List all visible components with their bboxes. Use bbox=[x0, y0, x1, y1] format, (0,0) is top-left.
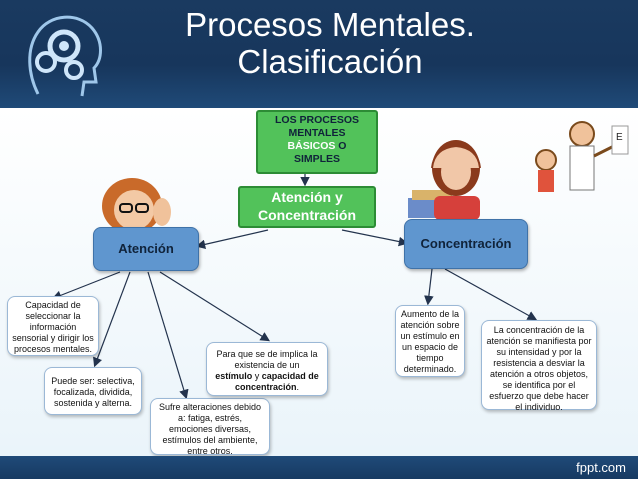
para-que-text-1: Para que se de implica la existencia de … bbox=[216, 349, 318, 370]
header-band bbox=[0, 0, 638, 108]
arrow-center-to-concentracion bbox=[341, 229, 409, 247]
arrow-to-aumento bbox=[424, 268, 434, 306]
capacidad-note: Capacidad de seleccionar la información … bbox=[7, 296, 99, 356]
title-line-1: Procesos Mentales. bbox=[185, 6, 475, 43]
atencion-box: Atención bbox=[93, 227, 199, 271]
para-que-text-4: capacidad de concentración bbox=[234, 371, 319, 392]
para-que-note: Para que se de implica la existencia de … bbox=[206, 342, 328, 396]
title-line-2: Clasificación bbox=[237, 43, 423, 80]
arrow-to-para-que bbox=[159, 271, 271, 342]
capacidad-text: Capacidad de seleccionar la información … bbox=[12, 300, 94, 354]
eye-exam-illustration: E bbox=[535, 121, 629, 192]
footer-brand: fppt.com bbox=[576, 460, 626, 475]
sufre-text: Sufre alteraciones debido a: fatiga, est… bbox=[158, 402, 262, 456]
para-que-text-2: estímulo bbox=[215, 371, 253, 381]
svg-text:E: E bbox=[616, 132, 623, 143]
para-que-text-3: y bbox=[254, 371, 260, 381]
aumento-text: Aumento de la atención sobre un estímulo… bbox=[400, 309, 460, 374]
puede-ser-text: Puede ser: selectiva, focalizada, dividi… bbox=[51, 376, 135, 408]
concentracion-box: Concentración bbox=[404, 219, 528, 269]
la-concentracion-note: La concentración de la atención se manif… bbox=[481, 320, 597, 412]
slide-title: Procesos Mentales. Clasificación bbox=[120, 6, 540, 80]
stressed-woman-illustration bbox=[408, 140, 481, 220]
procesos-basicos-text-4: SIMPLES bbox=[293, 153, 341, 165]
head-gears-icon bbox=[28, 15, 102, 97]
concentracion-label: Concentración bbox=[420, 236, 512, 251]
sufre-note: Sufre alteraciones debido a: fatiga, est… bbox=[150, 398, 270, 456]
atencion-concentracion-box: Atención y Concentración bbox=[238, 186, 376, 228]
procesos-basicos-text-3: O bbox=[338, 140, 347, 152]
la-concentracion-text: La concentración de la atención se manif… bbox=[486, 325, 592, 412]
atencion-label: Atención bbox=[118, 241, 174, 256]
puede-ser-note: Puede ser: selectiva, focalizada, dividi… bbox=[44, 367, 142, 415]
procesos-basicos-box: LOS PROCESOS MENTALES BÁSICOS O SIMPLES bbox=[256, 110, 378, 174]
para-que-text-5: . bbox=[296, 382, 300, 392]
woman-listening-illustration bbox=[102, 178, 171, 230]
arrow-to-sufre bbox=[147, 271, 189, 400]
arrow-to-la-concentracion bbox=[444, 268, 538, 321]
arrow-to-puede-ser bbox=[93, 271, 131, 368]
atencion-concentracion-label: Atención y Concentración bbox=[257, 189, 356, 223]
footer-band bbox=[0, 456, 638, 479]
procesos-basicos-text-1: LOS PROCESOS MENTALES bbox=[274, 114, 359, 139]
arrow-center-to-atencion bbox=[195, 229, 269, 250]
procesos-basicos-text-2: BÁSICOS bbox=[287, 140, 336, 152]
arrow-to-capacidad bbox=[51, 271, 121, 300]
aumento-note: Aumento de la atención sobre un estímulo… bbox=[395, 305, 465, 377]
